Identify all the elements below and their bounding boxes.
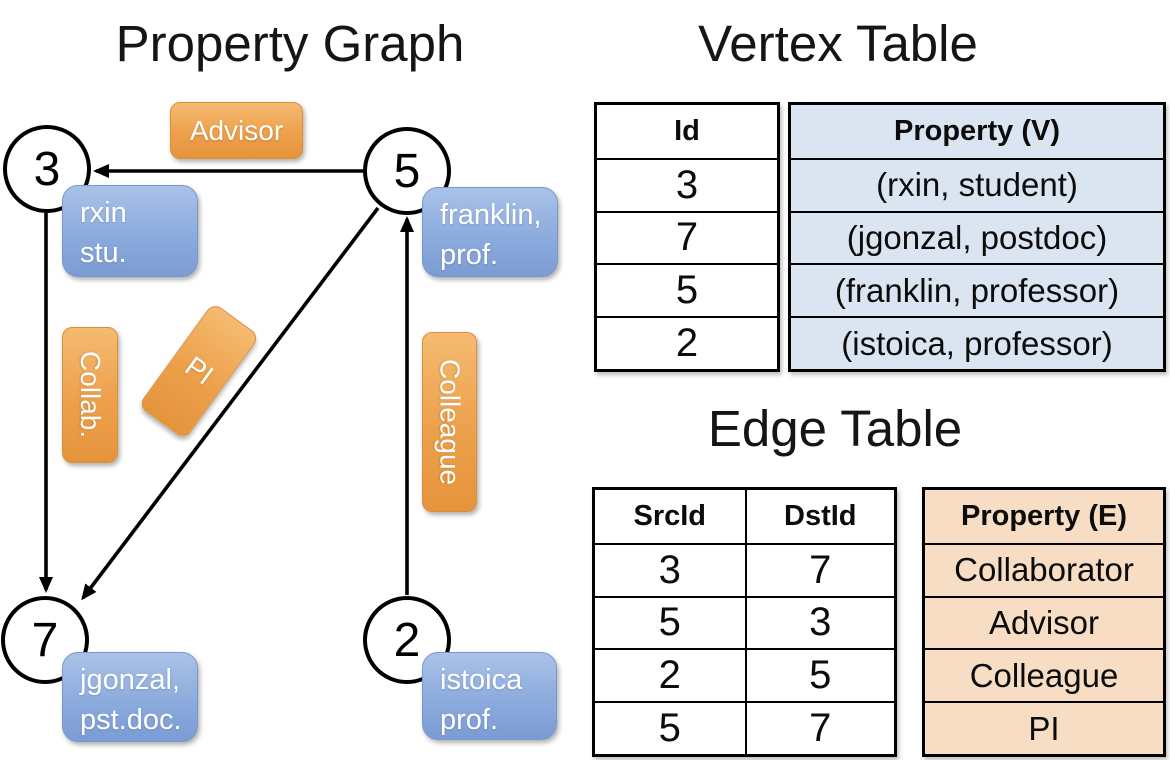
vertex-prop-line: prof. [440,704,499,736]
table-cell: 3 [597,157,777,211]
vertex-prop-line: franklin, [440,199,542,231]
table-cell: Colleague [925,648,1163,702]
vertex-prop-box-5: franklin, prof. [422,187,558,277]
edge-table-property-header: Property (E) [925,490,1163,543]
vertex-prop-line: stu. [80,237,127,269]
edge-table-src-header: SrcId [633,499,707,532]
table-cell: 7 [744,701,894,754]
table-cell: Advisor [925,595,1163,649]
table-cell: 2 [595,648,745,701]
table-cell: (jgonzal, postdoc) [791,210,1163,264]
table-cell: 5 [744,648,894,702]
vertex-table-id-column: Id 3 7 5 2 [594,102,780,372]
table-cell: (istoica, professor) [791,316,1163,369]
edge-table-title: Edge Table [707,400,963,457]
edge-table-dst-header: DstId [744,490,895,543]
table-cell: 3 [744,595,894,649]
vertex-prop-line: istoica [440,664,523,696]
vertex-table-property-column: Property (V) (rxin, student) (jgonzal, p… [788,102,1166,372]
edge-table-property-column: Property (E) Collaborator Advisor Collea… [922,487,1166,757]
vertex-prop-line: jgonzal, [80,664,180,696]
edge-label-pi: PI [137,302,261,440]
vertex-table-property-header: Property (V) [791,105,1163,158]
table-cell: 7 [744,542,894,596]
table-cell: 7 [597,210,777,264]
vertex-prop-box-2: istoica prof. [422,652,557,740]
graph-node-5: 5 [363,127,451,215]
graph-node-3: 3 [3,125,91,213]
edge-label-colleague: Colleague [422,332,477,512]
vertex-prop-line: pst.doc. [80,704,182,736]
vertex-prop-box-7: jgonzal, pst.doc. [62,652,198,742]
edge-label-collab: Collab. [62,327,118,463]
table-cell: 5 [595,595,745,649]
vertex-table-title: Vertex Table [698,15,978,72]
vertex-prop-line: rxin [80,197,127,229]
table-cell: 2 [597,316,777,369]
table-cell: 5 [595,701,745,754]
table-cell: 3 [595,542,745,596]
edge-table-id-columns: SrcId DstId 3 7 5 3 2 5 5 7 [592,487,897,757]
property-graph-title: Property Graph [115,15,465,72]
table-cell: PI [925,701,1163,754]
vertex-prop-line: prof. [440,239,499,271]
table-cell: (franklin, professor) [791,263,1163,317]
table-cell: (rxin, student) [791,157,1163,211]
table-cell: Collaborator [925,542,1163,596]
vertex-prop-box-3: rxin stu. [62,185,198,277]
edge-label-advisor: Advisor [170,102,303,159]
table-cell: 5 [597,263,777,316]
vertex-table-id-header: Id [674,114,700,147]
